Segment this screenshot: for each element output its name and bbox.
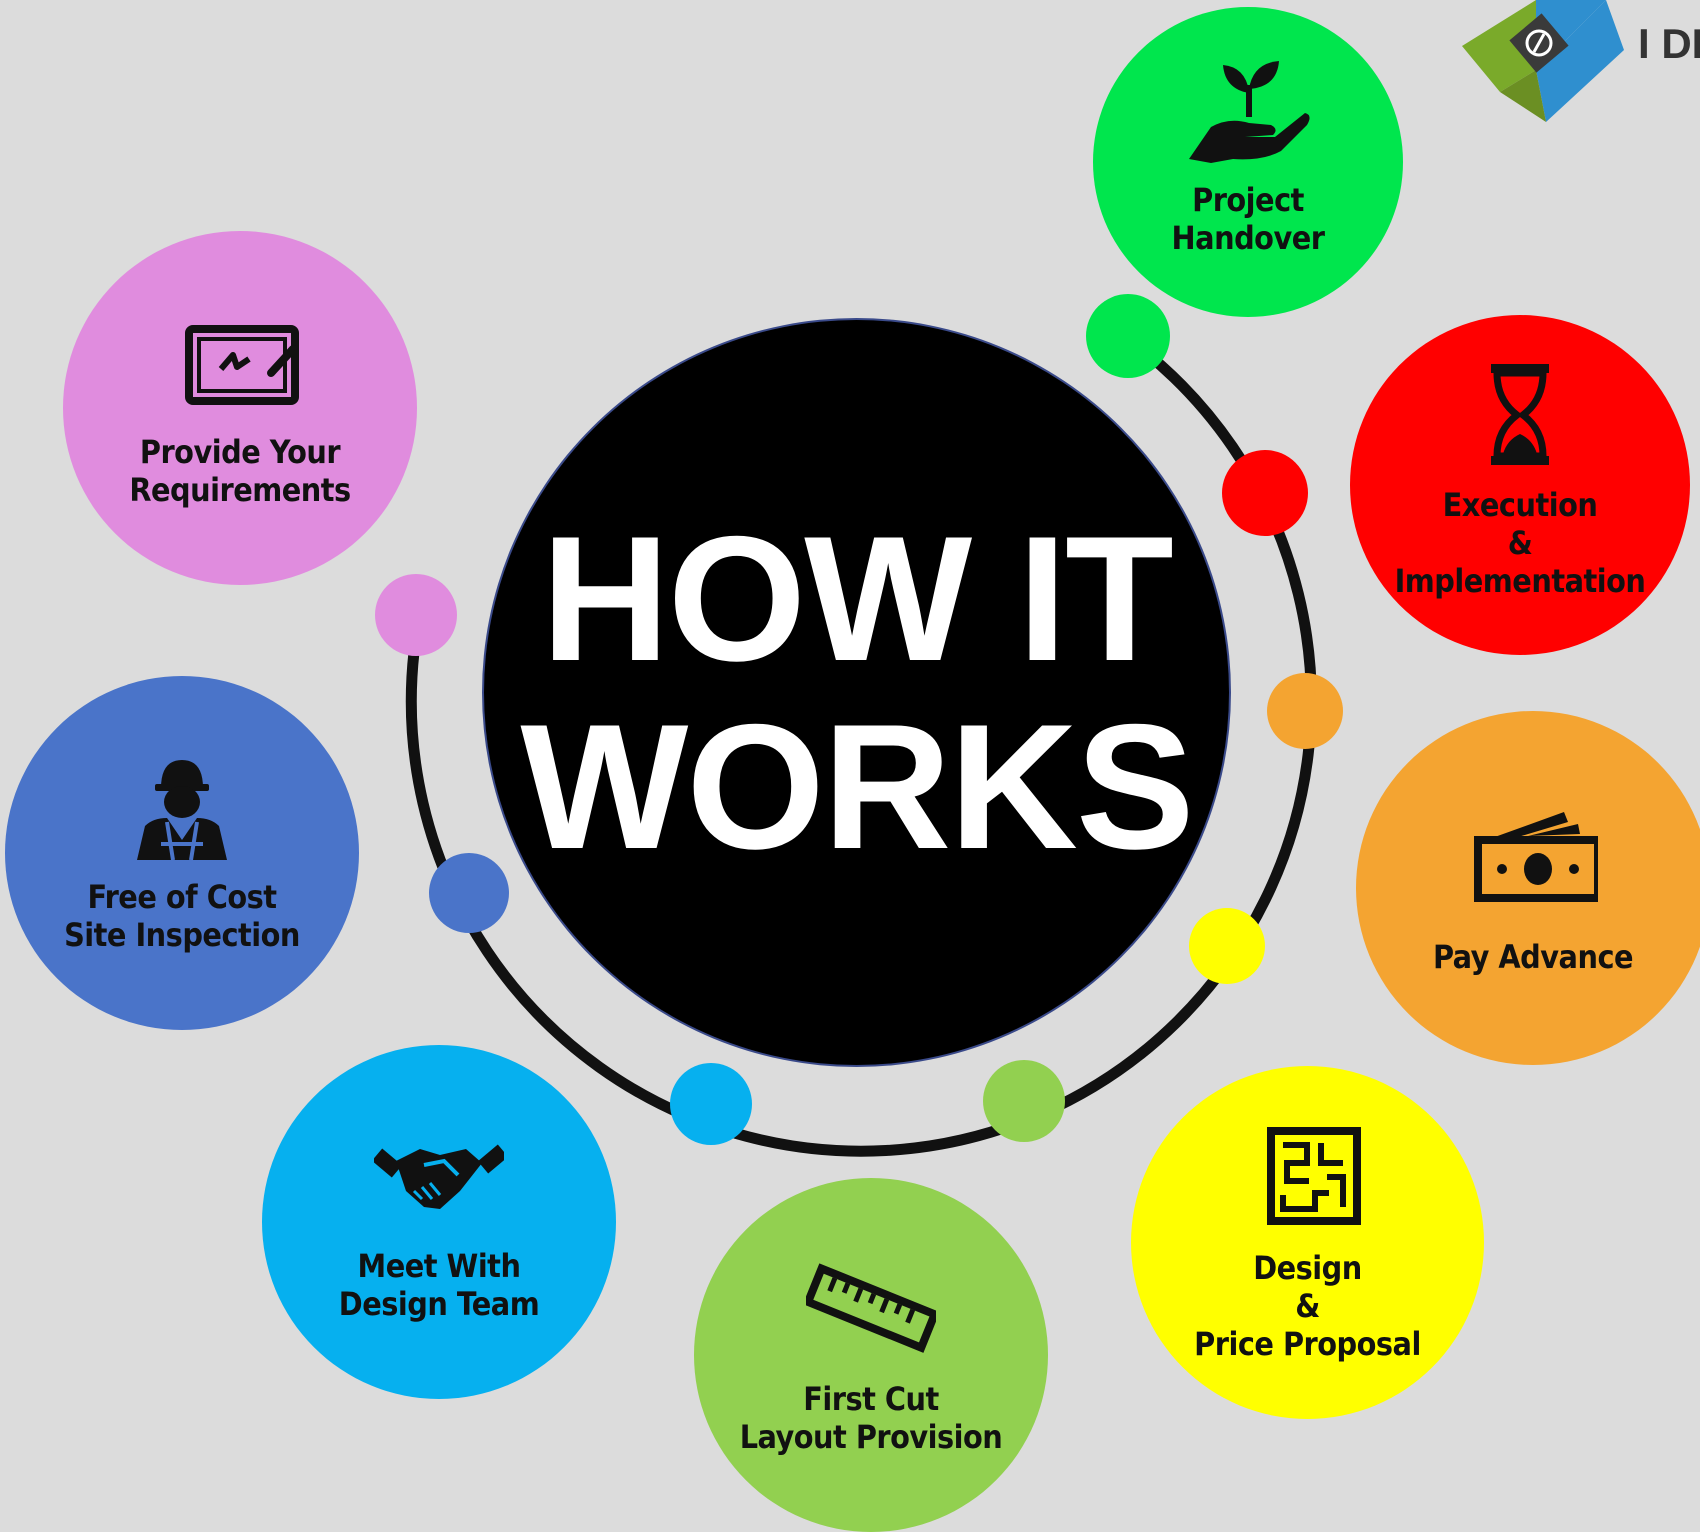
step-label: Project Handover bbox=[1171, 181, 1325, 257]
title-line-1: HOW IT bbox=[541, 498, 1174, 698]
step-label: Execution & Implementation bbox=[1394, 486, 1646, 600]
connector-dot-requirements bbox=[375, 574, 457, 656]
step-meet-design-team: Meet With Design Team bbox=[262, 1045, 616, 1399]
connector-dot-advance bbox=[1267, 673, 1343, 749]
connector-dot-inspection bbox=[429, 853, 509, 933]
step-label: Provide Your Requirements bbox=[129, 433, 351, 509]
logo-text: I DE bbox=[1638, 20, 1700, 67]
connector-dot-meet bbox=[670, 1063, 752, 1145]
connector-dot-handover bbox=[1086, 294, 1170, 378]
connector-dot-design bbox=[1189, 908, 1265, 984]
money-icon bbox=[1474, 812, 1598, 902]
step-execution: Execution & Implementation bbox=[1350, 315, 1690, 655]
ruler-icon bbox=[806, 1263, 936, 1353]
tablet-pen-icon bbox=[185, 325, 299, 405]
step-label: First Cut Layout Provision bbox=[739, 1380, 1003, 1456]
step-label: Pay Advance bbox=[1432, 938, 1634, 976]
company-logo bbox=[1462, 0, 1624, 122]
construction-worker-icon bbox=[137, 760, 227, 861]
step-label: Design & Price Proposal bbox=[1194, 1248, 1421, 1363]
step-label: Meet With Design Team bbox=[338, 1247, 540, 1323]
handshake-icon bbox=[374, 1144, 504, 1209]
step-design-price-proposal: Design & Price Proposal bbox=[1131, 1066, 1484, 1419]
connector-dot-layout bbox=[983, 1060, 1065, 1142]
title-line-2: WORKS bbox=[520, 686, 1194, 886]
step-project-handover: Project Handover bbox=[1093, 7, 1403, 317]
step-first-cut-layout: First Cut Layout Provision bbox=[694, 1178, 1048, 1532]
hand-plant-icon bbox=[1189, 61, 1310, 163]
step-provide-requirements: Provide Your Requirements bbox=[63, 231, 417, 585]
center-title-circle: HOW IT WORKS bbox=[484, 320, 1229, 1065]
maze-blueprint-icon bbox=[1266, 1126, 1361, 1225]
step-site-inspection: Free of Cost Site Inspection bbox=[5, 676, 359, 1030]
hourglass-icon bbox=[1491, 364, 1549, 465]
step-label: Free of Cost Site Inspection bbox=[64, 878, 300, 954]
connector-dot-execution bbox=[1222, 450, 1308, 536]
step-pay-advance: Pay Advance bbox=[1356, 711, 1700, 1065]
